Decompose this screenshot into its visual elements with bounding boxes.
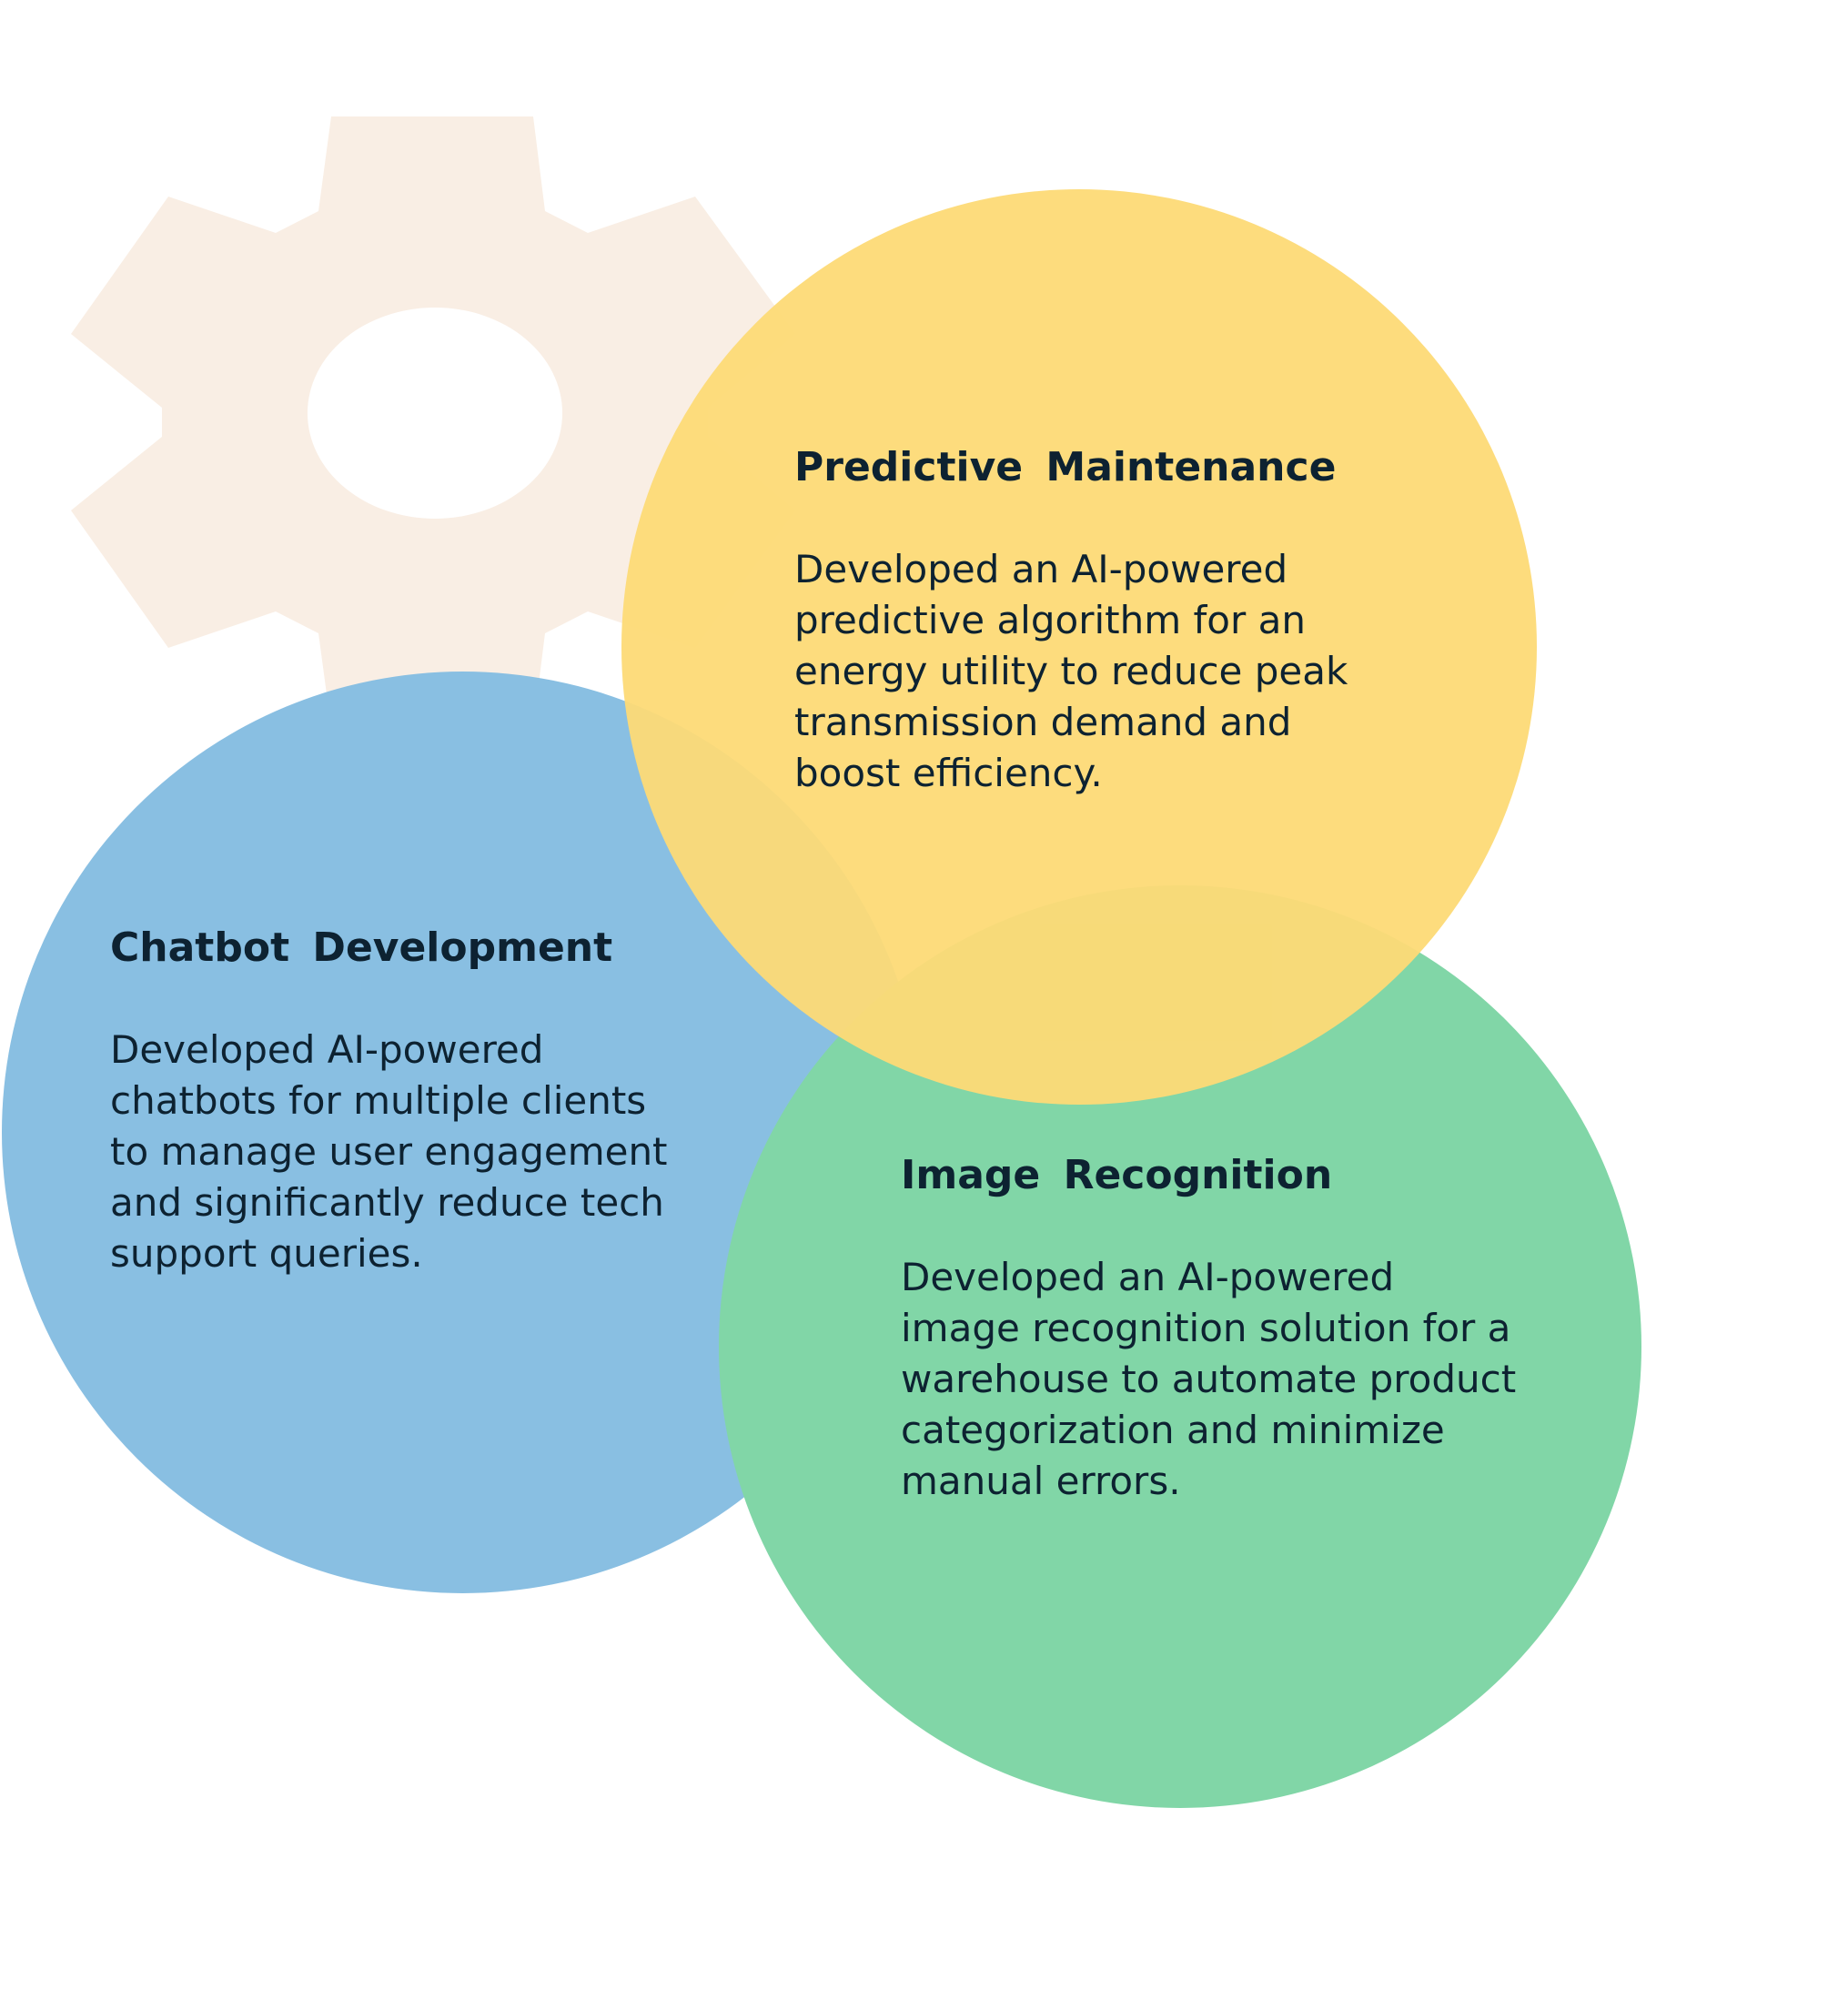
chatbot-development-card: Chatbot Development Developed AI-powered… bbox=[110, 923, 692, 1279]
chatbot-development-description: Developed AI-powered chatbots for multip… bbox=[110, 1027, 668, 1276]
gear-icon bbox=[71, 116, 795, 728]
image-recognition-title: Image Recognition bbox=[901, 1152, 1333, 1198]
image-recognition-card: Image Recognition Developed an AI-powere… bbox=[901, 1150, 1520, 1507]
chatbot-development-title: Chatbot Development bbox=[110, 924, 613, 971]
predictive-maintenance-title: Predictive Maintenance bbox=[794, 444, 1337, 490]
image-recognition-description: Developed an AI-powered image recognitio… bbox=[901, 1255, 1517, 1503]
predictive-maintenance-circle bbox=[621, 189, 1537, 1105]
predictive-maintenance-card: Predictive Maintenance Developed an AI-p… bbox=[794, 442, 1395, 799]
predictive-maintenance-description: Developed an AI-powered predictive algor… bbox=[794, 547, 1348, 795]
